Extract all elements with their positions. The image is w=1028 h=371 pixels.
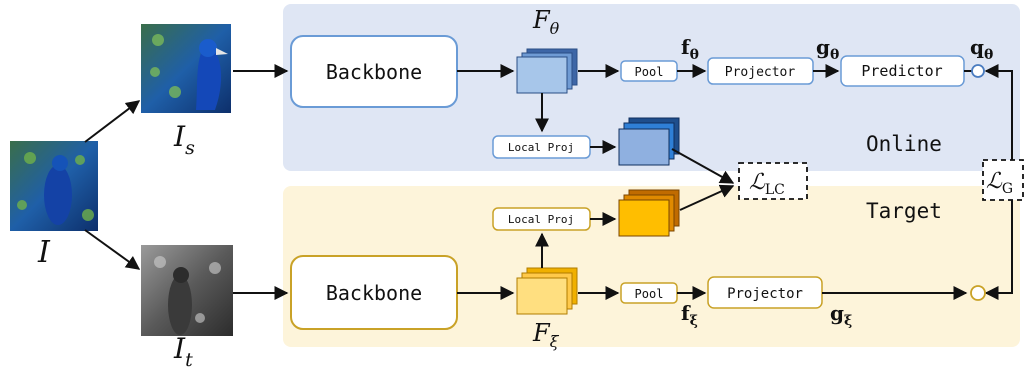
target-section-label: Target [866, 199, 942, 223]
g-xi-node [970, 285, 986, 301]
loss-g-label: ℒG [986, 169, 1013, 197]
arrow-I-to-Is [84, 100, 141, 143]
loss-lc-label: ℒLC [749, 170, 785, 198]
label-F-theta: Fθ [532, 6, 560, 38]
label-q-theta: qθ [970, 35, 993, 63]
online-predictor-label: Predictor [861, 62, 942, 80]
online-section-label: Online [866, 132, 942, 156]
arrow-target-localfeat-to-loss [679, 184, 735, 211]
label-g-theta: gθ [816, 35, 839, 63]
target-backbone-label: Backbone [326, 281, 422, 305]
target-region [283, 186, 1020, 347]
arrow-loss-to-gxi [984, 200, 1013, 300]
online-region [283, 4, 1020, 171]
label-g-xi: gξ [830, 301, 852, 329]
arrow-I-to-It [84, 229, 141, 270]
label-Is: Is [173, 120, 195, 159]
online-feature-stack [516, 48, 578, 94]
label-F-xi: Fξ [532, 319, 560, 351]
q-theta-node [971, 64, 985, 78]
target-pool-label: Pool [635, 287, 664, 301]
arrow-online-localfeat-to-loss [671, 148, 735, 184]
label-It: It [173, 332, 193, 371]
teacher-view-image [141, 245, 233, 336]
label-I: I [37, 235, 51, 270]
online-local-feature-stack [618, 117, 680, 166]
target-projector-label: Projector [727, 286, 803, 302]
target-local-feature-stack [618, 189, 680, 237]
loss-g-box [982, 159, 1024, 201]
online-pool-label: Pool [635, 65, 664, 79]
target-localproj-label: Local Proj [508, 213, 574, 226]
input-image-I [10, 141, 98, 231]
online-localproj-label: Local Proj [508, 141, 574, 154]
online-projector-label: Projector [725, 65, 796, 80]
online-backbone-label: Backbone [326, 60, 422, 84]
label-f-theta: fθ [681, 35, 699, 63]
arrow-loss-to-q [984, 64, 1013, 160]
label-f-xi: fξ [681, 301, 698, 329]
loss-lc-box [738, 162, 808, 200]
student-view-image [141, 24, 231, 113]
target-feature-stack [516, 267, 578, 315]
